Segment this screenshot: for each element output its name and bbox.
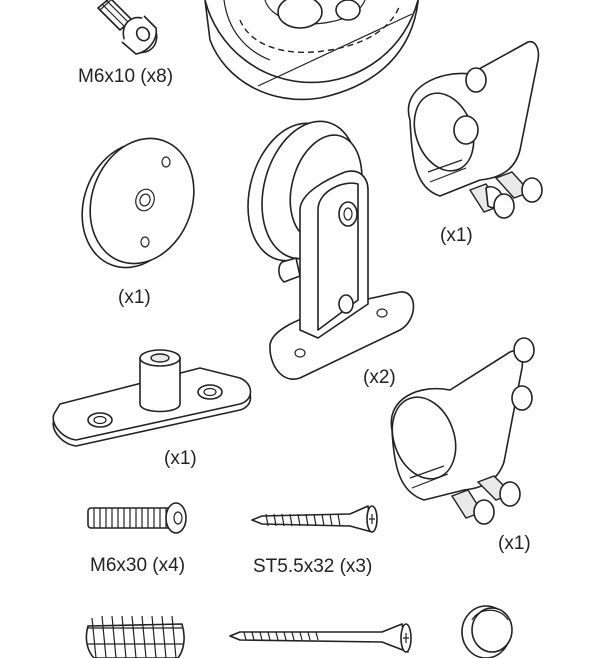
clamp-top-qty-label: (x1) xyxy=(440,225,473,246)
end-cap-icon xyxy=(461,605,513,658)
pipe-clamp-top-icon xyxy=(407,40,543,219)
m6x10-label: M6x10 (x8) xyxy=(78,66,174,87)
clamp-bottom-qty-label: (x1) xyxy=(498,533,531,554)
roller-bracket-icon xyxy=(247,120,415,380)
wall-anchor-icon xyxy=(85,615,185,658)
roller-qty-label: (x2) xyxy=(363,367,396,388)
screw-m6x10-icon xyxy=(97,0,158,55)
m6x30-label: M6x30 (x4) xyxy=(90,555,186,576)
floor-guide-icon xyxy=(52,349,252,447)
mounting-disc-icon xyxy=(81,137,195,269)
long-screw-icon xyxy=(229,623,412,653)
floor-guide-qty-label: (x1) xyxy=(164,448,197,469)
st55x32-label: ST5.5x32 (x3) xyxy=(253,556,373,577)
disc-qty-label: (x1) xyxy=(118,287,151,308)
screw-m6x30-icon xyxy=(87,502,187,534)
screw-st55x32-icon xyxy=(251,505,378,533)
detail-circle-icon xyxy=(204,0,419,101)
pipe-clamp-bottom-icon xyxy=(390,337,535,525)
